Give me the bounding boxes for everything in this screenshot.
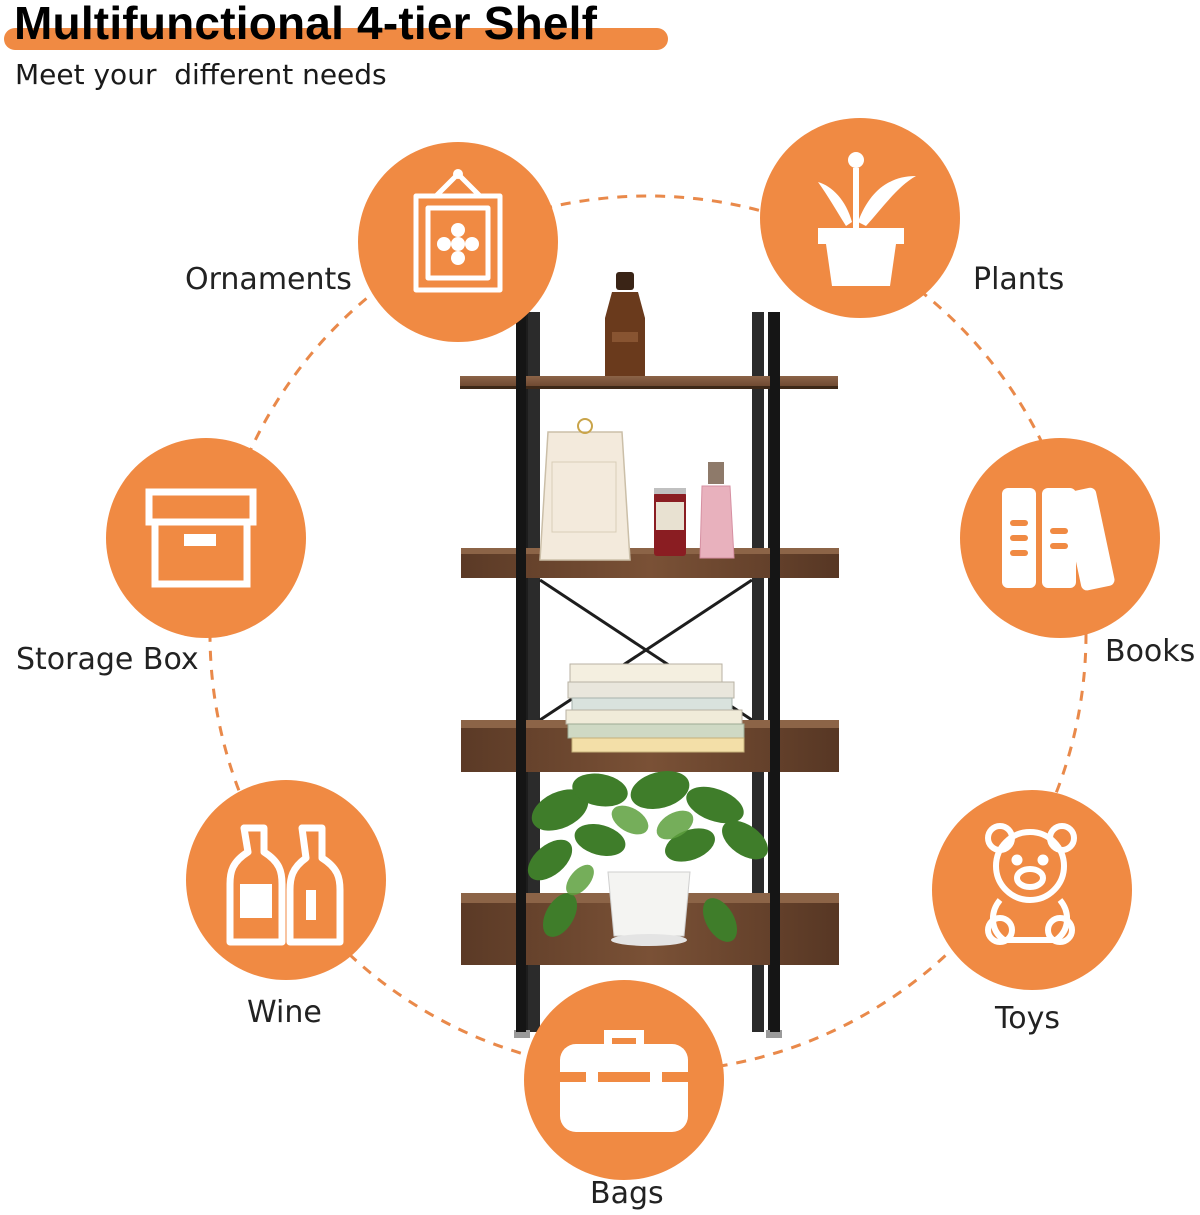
page-subtitle: Meet your different needs	[15, 58, 387, 91]
plants-circle	[760, 118, 960, 318]
toys-label: Toys	[995, 1001, 1060, 1036]
potted-plant-icon	[818, 152, 916, 286]
shelf-unit	[460, 272, 839, 1038]
bags-label: Bags	[590, 1176, 664, 1211]
wine-circle	[186, 780, 386, 980]
books-circle	[960, 438, 1160, 638]
wine-label: Wine	[247, 995, 322, 1030]
storage-box-icon	[145, 488, 257, 588]
headline-underline	[4, 28, 668, 50]
picture-frame-icon	[413, 169, 503, 293]
plants-label: Plants	[973, 262, 1065, 297]
page-title: Multifunctional 4-tier Shelf	[14, 0, 598, 49]
storage-box-circle	[106, 438, 306, 638]
wine-bottles-icon	[226, 824, 344, 946]
storage-box-label: Storage Box	[16, 642, 199, 677]
bags-circle	[524, 980, 724, 1180]
toolbox-bag-icon	[556, 1030, 692, 1132]
ornaments-circle	[358, 142, 558, 342]
teddy-bear-icon	[985, 823, 1077, 945]
ornaments-label: Ornaments	[185, 262, 352, 297]
books-icon	[1002, 487, 1115, 591]
books-label: Books	[1105, 634, 1196, 669]
toys-circle	[932, 790, 1132, 990]
